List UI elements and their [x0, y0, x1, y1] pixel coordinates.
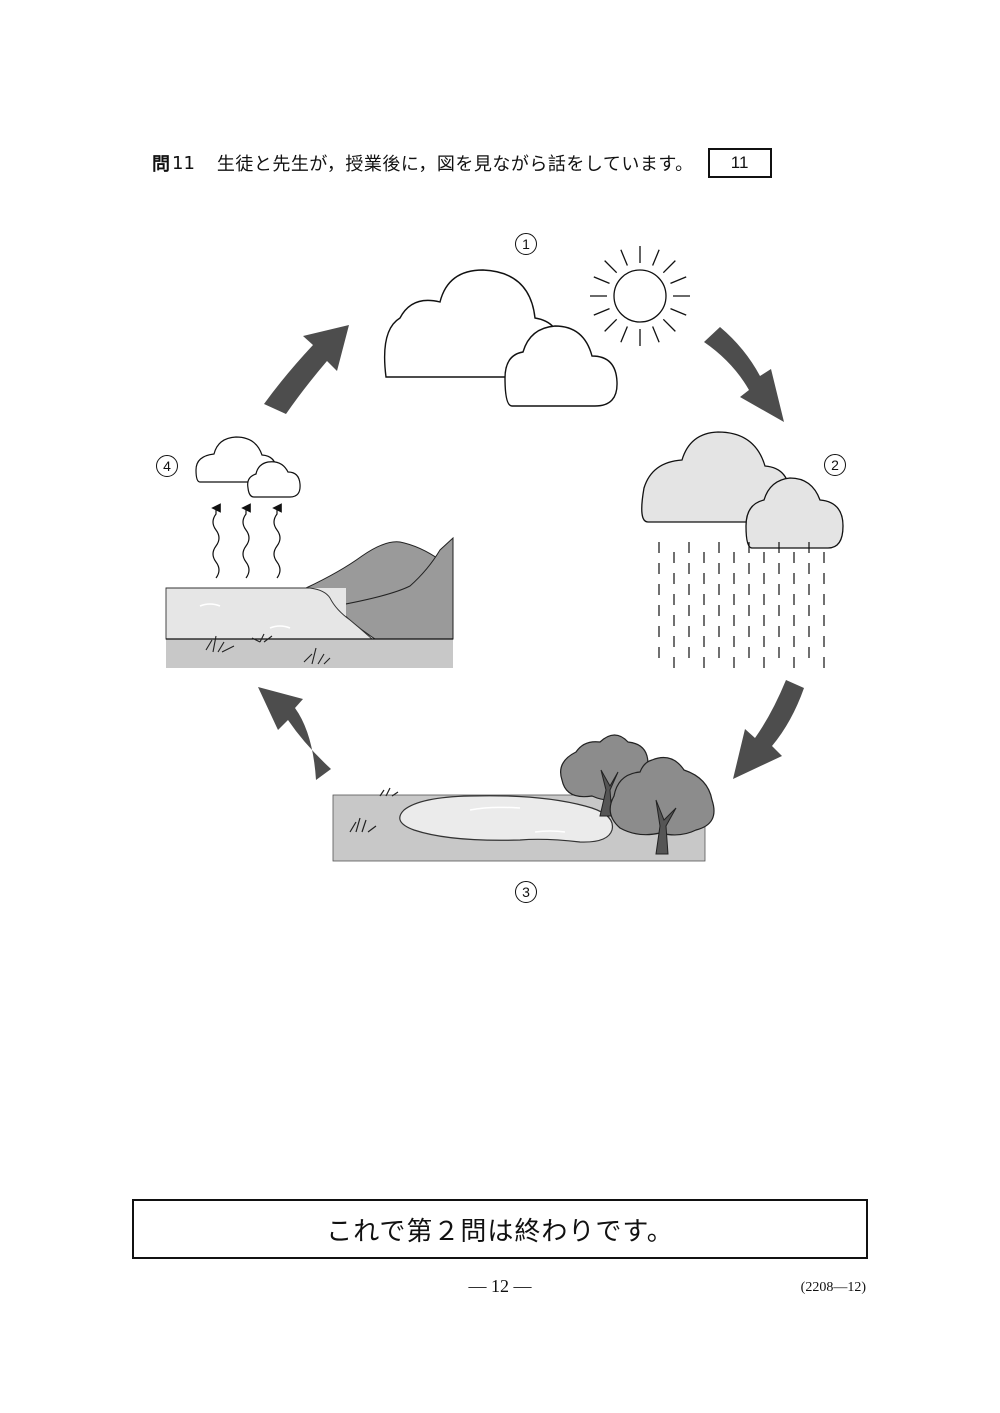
sun-ray	[604, 260, 618, 274]
sun-ray	[652, 249, 660, 266]
answer-box[interactable]: 11	[707, 148, 772, 178]
page-number: ― 12 ―	[468, 1276, 532, 1296]
sun-ray	[620, 249, 628, 266]
page-code: (2208―12)	[800, 1280, 866, 1295]
arrow-1-to-2	[704, 327, 784, 422]
sun-ray	[593, 308, 610, 316]
question-line: 問 11 生徒と先生が，授業後に，図を見ながら話をしています。 11	[152, 146, 772, 180]
stage-label-1: 1	[515, 233, 537, 255]
sun-ray	[662, 260, 676, 274]
tree-front-icon	[609, 757, 715, 855]
grass-icon	[349, 787, 399, 833]
ground-strip-4	[166, 639, 453, 668]
question-text: 生徒と先生が，授業後に，図を見ながら話をしています。	[216, 154, 694, 175]
grass-icon	[205, 633, 331, 665]
sun-ray	[670, 276, 687, 284]
sea-shore	[165, 587, 374, 640]
rain-cloud-small-icon	[745, 477, 844, 549]
stage-label-4: 4	[156, 455, 178, 477]
arrow-2-to-3	[733, 680, 804, 779]
question-label: 問	[152, 154, 170, 175]
arrow-4-to-1	[264, 325, 349, 414]
stage-label-3: 3	[515, 881, 537, 903]
question-number: 11	[172, 152, 195, 174]
cycle-arrows	[258, 325, 804, 780]
arrow-3-to-4	[258, 687, 331, 780]
evaporation-cloud-small-icon	[247, 461, 301, 498]
sun-ray	[593, 276, 610, 284]
stage-3-pond	[332, 734, 715, 862]
sun-ray	[620, 326, 628, 343]
rain-lines	[658, 542, 825, 668]
evaporation-arrows	[211, 503, 282, 579]
sun-ray	[652, 326, 660, 343]
sun-ray	[604, 318, 618, 332]
stage-2-rain	[641, 431, 844, 668]
sun-ray	[670, 308, 687, 316]
pond	[399, 795, 614, 843]
sun-ray	[662, 318, 676, 332]
sun-icon	[590, 246, 690, 346]
end-notice: これで第２問は終わりです。	[132, 1199, 868, 1259]
stage-4-evaporation	[165, 436, 454, 668]
stage-1-clouds-sun	[383, 246, 690, 407]
stage-label-2: 2	[824, 454, 846, 476]
cloud-small-icon	[504, 325, 618, 407]
